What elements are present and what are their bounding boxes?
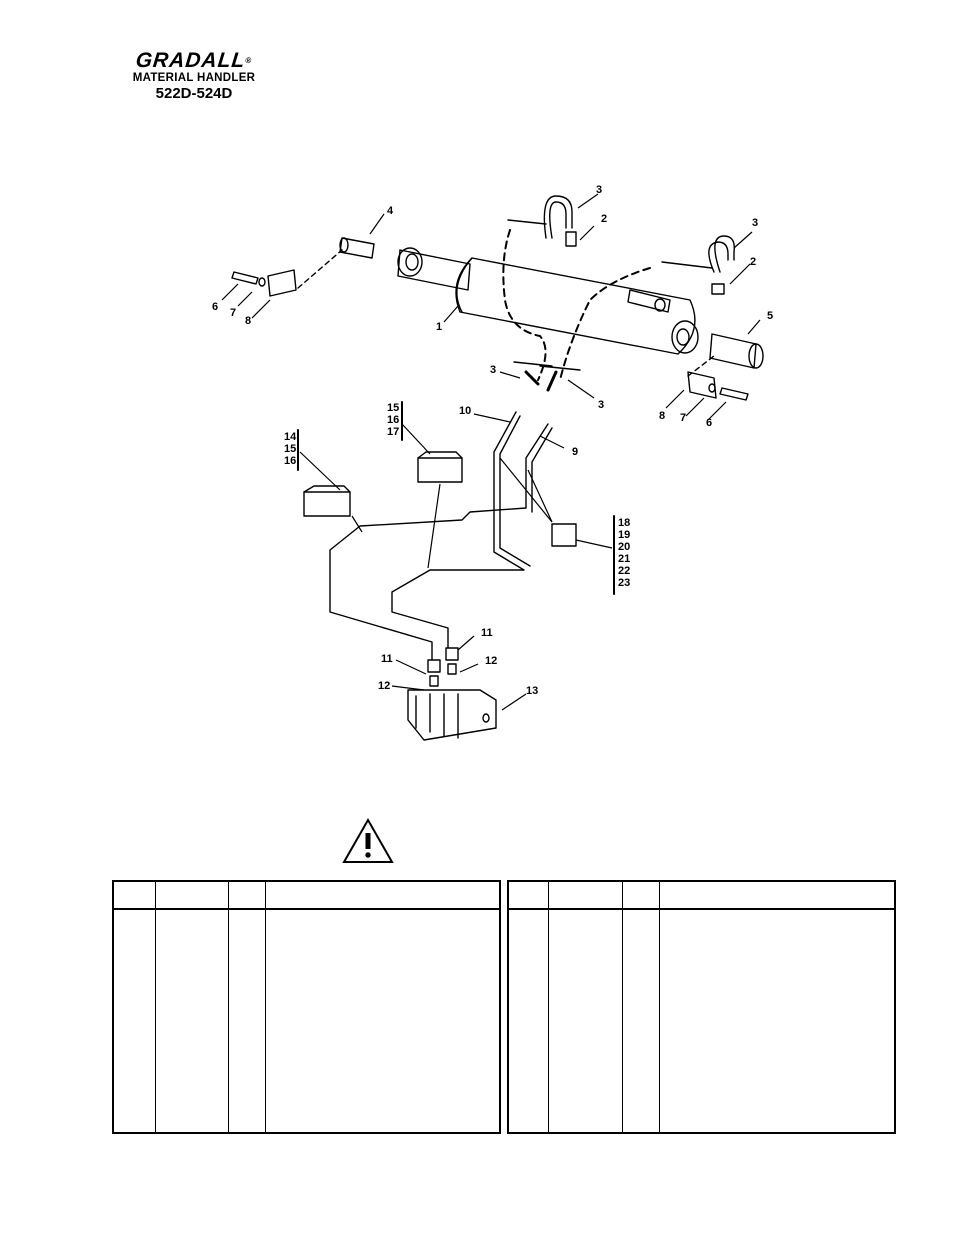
- callout-2a: 2: [601, 213, 607, 225]
- table-column-divider: [265, 882, 266, 1132]
- callout-6b: 6: [706, 417, 712, 429]
- brand-logo: GRADALL® MATERIAL HANDLER 522D-524D: [114, 49, 274, 102]
- callout-3b: 3: [752, 217, 758, 229]
- parts-table-right: [507, 880, 896, 1134]
- retainer-plate-right: [687, 371, 717, 399]
- rod-eye: [397, 247, 423, 277]
- tube-9: [329, 423, 549, 661]
- callout-11b: 11: [381, 653, 393, 665]
- callout-group2-c: 17: [387, 426, 399, 438]
- barrel-eye: [671, 320, 699, 354]
- callout-5: 5: [767, 310, 773, 322]
- callout-group2-a: 15: [387, 402, 399, 414]
- callout-group2-b: 16: [387, 414, 399, 426]
- callout-7b: 7: [680, 412, 686, 424]
- callout-group3-a: 18: [618, 517, 630, 529]
- parts-table-left: [112, 880, 501, 1134]
- callout-8a: 8: [245, 315, 251, 327]
- clamp-block-14-16: [303, 491, 351, 517]
- retainer-plate-left: [267, 269, 297, 297]
- bolt-left: [231, 271, 259, 285]
- hydraulic-parts-diagram: 1 2 2 3 3 3 3 4 5 6 6 7 7 8 8 9 10 11 11…: [212, 184, 773, 741]
- tube-top-left: [543, 195, 573, 239]
- callout-13: 13: [526, 685, 538, 697]
- callout-2b: 2: [750, 256, 756, 268]
- callout-group1-a: 14: [284, 431, 297, 443]
- callout-12b: 12: [378, 680, 390, 692]
- callout-group3-c: 20: [618, 541, 630, 553]
- model-number: 522D-524D: [155, 85, 233, 102]
- callout-group3-e: 22: [618, 565, 630, 577]
- table-header-rule: [114, 908, 499, 910]
- fitting-11-right: [445, 647, 459, 661]
- callout-4: 4: [387, 205, 394, 217]
- callout-10: 10: [459, 405, 471, 417]
- warning-triangle-icon: [342, 818, 394, 863]
- fitting-2-right: [711, 283, 725, 295]
- control-valve-13: [407, 689, 497, 741]
- tube-top-right: [714, 235, 735, 273]
- tube-10: [391, 411, 525, 649]
- callout-9: 9: [572, 446, 578, 458]
- clamp-block-18-23: [551, 523, 577, 547]
- callout-group1-c: 16: [284, 455, 296, 467]
- callout-3a: 3: [596, 184, 602, 196]
- fitting-2-left: [565, 231, 577, 247]
- table-column-divider: [228, 882, 229, 1132]
- callout-group3-b: 19: [618, 529, 630, 541]
- pin-4: [339, 237, 375, 259]
- table-column-divider: [548, 882, 549, 1132]
- table-column-divider: [622, 882, 623, 1132]
- cylinder-body: [455, 257, 696, 355]
- callout-8b: 8: [659, 410, 665, 422]
- callout-11a: 11: [481, 627, 493, 639]
- callout-group3-f: 23: [618, 577, 630, 589]
- callout-3d: 3: [598, 399, 604, 411]
- callout-1: 1: [436, 321, 442, 333]
- callout-group1-b: 15: [284, 443, 296, 455]
- brand-subtitle: MATERIAL HANDLER: [132, 72, 256, 84]
- callout-6a: 6: [212, 301, 218, 313]
- table-header-rule: [509, 908, 894, 910]
- clamp-block-15-17: [417, 457, 463, 483]
- callout-7a: 7: [230, 307, 236, 319]
- callout-group3-d: 21: [618, 553, 630, 565]
- table-column-divider: [659, 882, 660, 1132]
- fitting-11-left: [427, 659, 441, 673]
- callout-3c: 3: [490, 364, 496, 376]
- bolt-right: [719, 387, 749, 401]
- callout-12a: 12: [485, 655, 497, 667]
- table-column-divider: [155, 882, 156, 1132]
